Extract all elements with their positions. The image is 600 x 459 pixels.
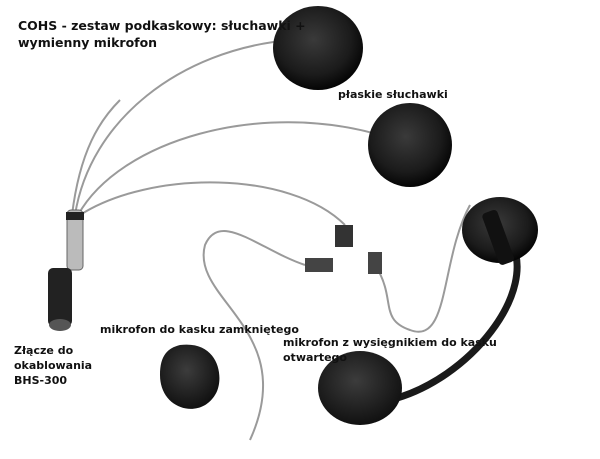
speaker-flat bbox=[368, 103, 452, 187]
label-boom-mic-line-2: otwartego bbox=[283, 351, 347, 364]
label-closed-helmet-mic: mikrofon do kasku zamkniętego bbox=[100, 323, 299, 336]
mic-connector-c bbox=[368, 252, 382, 274]
label-connector-line-1: Złącze do bbox=[14, 344, 74, 357]
din-connector bbox=[48, 268, 72, 326]
cable-boom-mic bbox=[377, 204, 471, 333]
mic-foam-closed bbox=[160, 344, 220, 409]
label-flat-speakers: płaskie słuchawki bbox=[338, 88, 448, 101]
mic-connector-a bbox=[335, 225, 353, 247]
label-connector-line-3: BHS-300 bbox=[14, 374, 68, 387]
boom-mount bbox=[482, 210, 514, 265]
label-boom-mic-line-1: mikrofon z wysięgnikiem do kasku bbox=[283, 336, 497, 349]
title-line-1: COHS - zestaw podkaskowy: słuchawki + bbox=[18, 18, 306, 33]
label-boom-mic: mikrofon z wysięgnikiem do kasku otwarte… bbox=[283, 335, 497, 365]
label-connector-line-2: okablowania bbox=[14, 359, 93, 372]
cable-mic-connector bbox=[79, 181, 346, 226]
cable-second-speaker bbox=[77, 121, 381, 216]
cable-closed-mic bbox=[202, 230, 306, 441]
cable-top-speaker bbox=[74, 39, 291, 216]
cable-splitter bbox=[66, 209, 84, 271]
title-line-2: wymienny mikrofon bbox=[18, 35, 158, 50]
boom-arm bbox=[389, 238, 521, 404]
cable-extra bbox=[71, 99, 121, 216]
splitter-band bbox=[66, 212, 84, 220]
label-connector: Złącze do okablowania BHS-300 bbox=[14, 343, 92, 388]
product-title: COHS - zestaw podkaskowy: słuchawki + wy… bbox=[18, 17, 306, 51]
speaker-top bbox=[273, 6, 363, 90]
mic-foam-boom bbox=[318, 351, 402, 425]
mic-connector-b bbox=[305, 258, 333, 272]
din-connector-pins bbox=[49, 319, 71, 331]
